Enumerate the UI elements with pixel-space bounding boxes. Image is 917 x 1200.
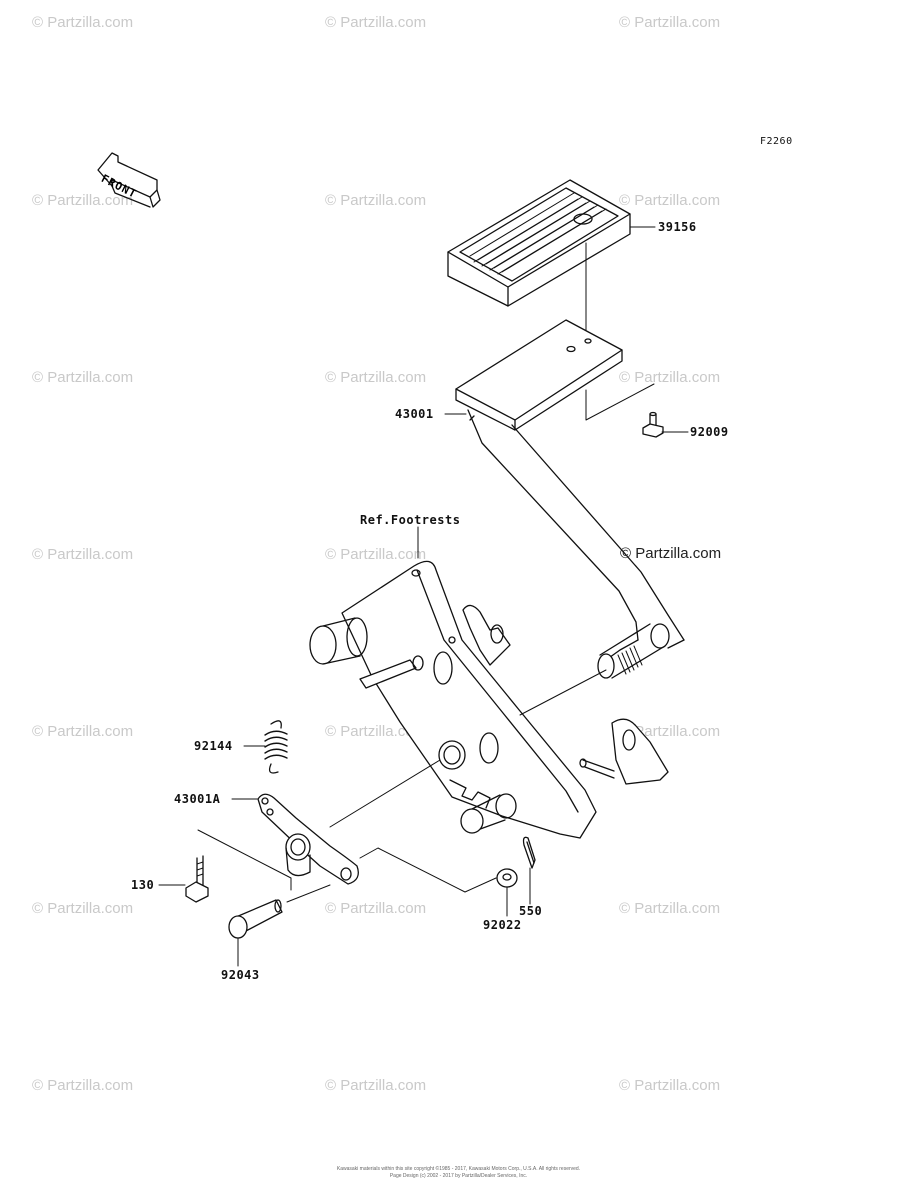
label-92043[interactable]: 92043 <box>221 968 260 982</box>
watermark: © Partzilla.com <box>619 1077 721 1094</box>
watermark: © Partzilla.com <box>32 369 134 386</box>
watermark: © Partzilla.com <box>32 900 134 917</box>
figure-code: F2260 <box>760 136 793 147</box>
watermark: © Partzilla.com <box>325 723 427 740</box>
washer-92022 <box>359 847 518 893</box>
copyright-line-1: Kawasaki materials within this site copy… <box>336 1166 581 1172</box>
watermark: © Partzilla.com <box>32 192 134 209</box>
label-92144[interactable]: 92144 <box>194 739 233 753</box>
watermark: © Partzilla.com <box>619 900 721 917</box>
label-550[interactable]: 550 <box>519 904 543 918</box>
label-ref-footrests[interactable]: Ref.Footrests <box>360 513 461 527</box>
watermark: © Partzilla.com <box>32 723 134 740</box>
main-watermark: © Partzilla.com <box>620 545 722 562</box>
lever-43001A <box>257 759 441 885</box>
label-43001[interactable]: 43001 <box>395 407 434 421</box>
pin-92043 <box>228 884 331 939</box>
label-130[interactable]: 130 <box>131 878 155 892</box>
footrest-bracket <box>309 560 669 839</box>
watermark: © Partzilla.com <box>325 1077 427 1094</box>
watermark: © Partzilla.com <box>325 192 427 209</box>
leader-lines <box>158 226 689 967</box>
bolt-130 <box>185 829 292 903</box>
label-43001A[interactable]: 43001A <box>174 792 221 806</box>
cotter-pin-550 <box>522 836 536 869</box>
pedal-pad-39156 <box>447 179 631 307</box>
watermark: © Partzilla.com <box>32 1077 134 1094</box>
watermark: © Partzilla.com <box>32 546 134 563</box>
label-92009[interactable]: 92009 <box>690 425 729 439</box>
watermark: © Partzilla.com <box>325 546 427 563</box>
copyright-footer: Kawasaki materials within this site copy… <box>0 1166 917 1180</box>
watermark: © Partzilla.com <box>619 192 721 209</box>
front-arrow-icon <box>97 152 161 208</box>
watermark: © Partzilla.com <box>619 14 721 31</box>
pedal-plate <box>455 319 623 431</box>
watermark: © Partzilla.com <box>325 14 427 31</box>
pedal-arm-43001 <box>467 409 685 679</box>
label-92022[interactable]: 92022 <box>483 918 522 932</box>
label-39156[interactable]: 39156 <box>658 220 697 234</box>
bolt-92009 <box>585 383 664 438</box>
copyright-line-2: Page Design (c) 2002 - 2017 by Partzilla… <box>389 1173 528 1179</box>
watermark: © Partzilla.com <box>325 900 427 917</box>
watermark: © Partzilla.com <box>325 369 427 386</box>
spring-92144 <box>264 720 288 774</box>
watermark: © Partzilla.com <box>619 369 721 386</box>
watermark: © Partzilla.com <box>32 14 134 31</box>
